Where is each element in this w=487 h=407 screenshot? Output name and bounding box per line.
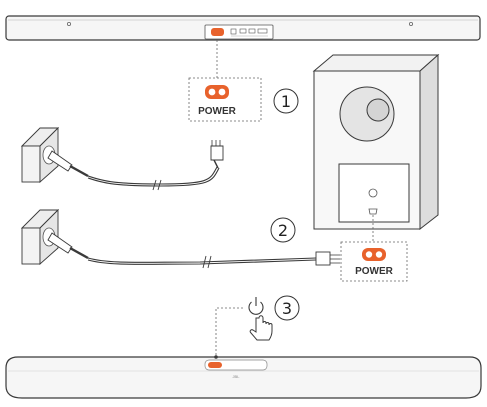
power-callout-sub: POWER	[340, 241, 408, 282]
step-1-marker: 1	[273, 88, 299, 114]
power-label-top: POWER	[198, 106, 237, 117]
power-cable-subwoofer	[87, 251, 340, 269]
wall-socket-icon	[20, 208, 60, 266]
step-2-number: 2	[278, 221, 288, 240]
hand-pointer-icon	[249, 315, 273, 341]
power-plug-icon	[47, 232, 89, 260]
step-3-marker: 3	[274, 295, 300, 321]
step-2-marker: 2	[270, 217, 296, 243]
power-inlet-icon	[205, 85, 229, 99]
power-button	[208, 362, 222, 368]
brand-logo: JBL	[233, 374, 241, 379]
soundbar-front: JBL	[5, 355, 482, 399]
subwoofer	[312, 53, 440, 231]
step-1-number: 1	[281, 92, 291, 111]
power-inlet-icon	[362, 248, 386, 261]
power-cable-soundbar	[87, 140, 224, 191]
step-3-number: 3	[282, 299, 292, 318]
power-callout-top: POWER	[188, 77, 262, 122]
power-inlet-icon	[211, 28, 224, 36]
soundbar-rear	[5, 15, 481, 41]
power-plug-icon	[47, 150, 89, 178]
power-button-icon	[248, 297, 264, 315]
power-label-sub: POWER	[355, 266, 394, 277]
